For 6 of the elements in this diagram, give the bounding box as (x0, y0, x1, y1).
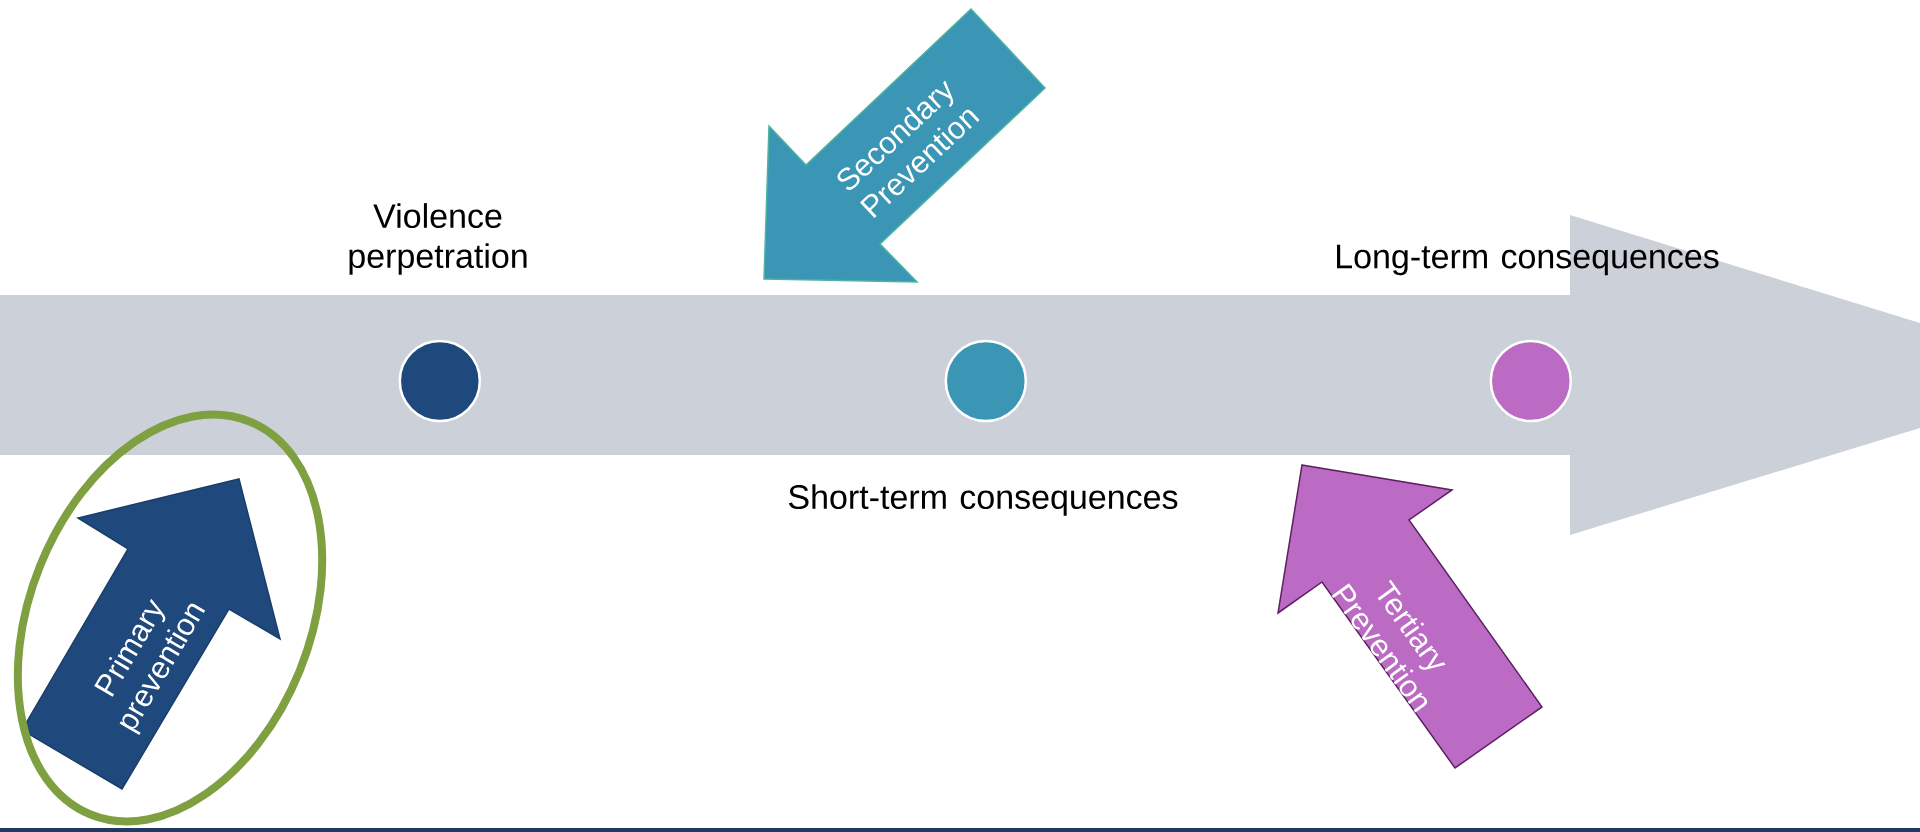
timeline-dot (944, 339, 1028, 423)
stage-label: Violence perpetration (349, 203, 527, 275)
stage-label: Short-term consequences (788, 484, 1178, 516)
timeline-dot (398, 339, 482, 423)
timeline-dot (1489, 339, 1573, 423)
stage-label: Long-term consequences (1337, 244, 1719, 276)
